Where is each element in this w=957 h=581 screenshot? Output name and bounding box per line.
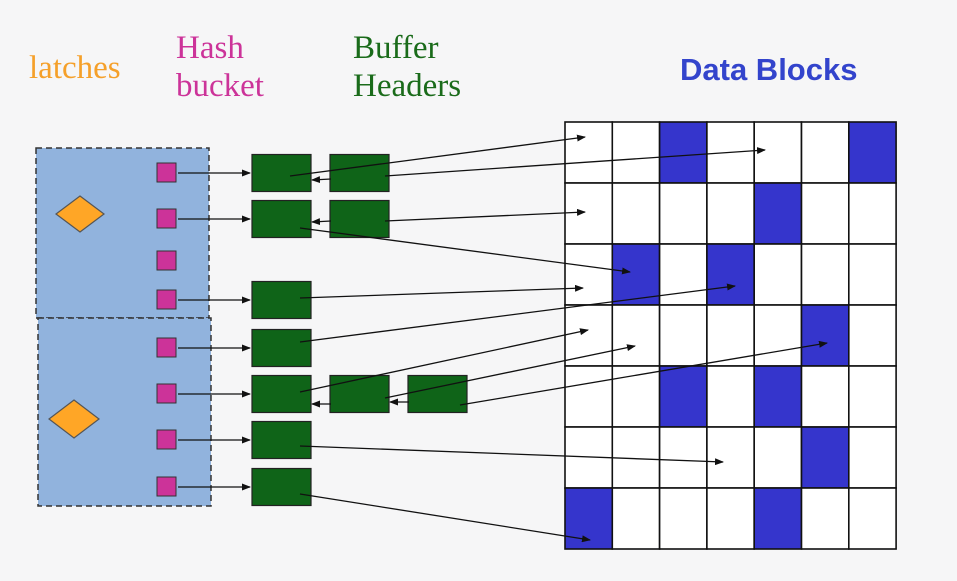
data-block-empty (800, 487, 850, 550)
data-block-empty (706, 182, 756, 245)
data-blocks-label: Data Blocks (680, 52, 858, 87)
buffer-header-box (251, 420, 312, 460)
data-block-filled (753, 487, 803, 550)
data-block-filled (847, 121, 897, 184)
chain-back-arrow (311, 176, 332, 184)
buffer-header-box (251, 199, 312, 239)
buffer-header-box (251, 467, 312, 507)
pointer-arrow (384, 208, 586, 222)
data-block-empty (800, 243, 850, 306)
data-block-empty (847, 487, 897, 550)
data-block-empty (706, 365, 756, 428)
data-block-empty (611, 121, 661, 184)
data-block-empty (847, 243, 897, 306)
pointer-arrow (289, 134, 586, 177)
data-block-filled (611, 243, 661, 306)
data-block-empty (847, 365, 897, 428)
hash-bucket-square (156, 250, 177, 271)
data-block-empty (564, 182, 614, 245)
buffer-headers-label-line1: Buffer (353, 30, 439, 66)
data-block-empty (611, 182, 661, 245)
buffer-header-box (251, 280, 312, 320)
data-block-filled (658, 121, 708, 184)
data-block-empty (706, 487, 756, 550)
data-block-empty (753, 426, 803, 489)
data-block-empty (564, 304, 614, 367)
data-block-empty (611, 365, 661, 428)
buffer-header-box (251, 374, 312, 414)
buffer-header-box (329, 374, 390, 414)
latch-diamond-icon (55, 195, 105, 233)
hash-bucket-label: Hash bucket (176, 30, 264, 106)
data-block-filled (753, 182, 803, 245)
data-block-empty (753, 304, 803, 367)
data-block-empty (611, 304, 661, 367)
data-block-empty (800, 121, 850, 184)
buffer-header-box (251, 328, 312, 368)
hash-bucket-square (156, 337, 177, 358)
data-block-filled (706, 243, 756, 306)
data-block-filled (658, 365, 708, 428)
data-block-empty (847, 426, 897, 489)
data-block-empty (753, 121, 803, 184)
pointer-arrow (384, 147, 766, 177)
pointer-arrow (299, 328, 589, 393)
pointer-arrow (299, 493, 591, 543)
data-block-empty (658, 426, 708, 489)
data-block-filled (800, 304, 850, 367)
data-block-empty (564, 121, 614, 184)
buffer-header-box (407, 374, 468, 414)
hash-bucket-square (156, 208, 177, 229)
data-block-empty (564, 365, 614, 428)
data-block-empty (658, 487, 708, 550)
data-block-empty (800, 365, 850, 428)
data-block-filled (753, 365, 803, 428)
pointer-arrow (299, 283, 736, 343)
pointer-arrow (384, 344, 636, 399)
hash-bucket-label-line1: Hash (176, 30, 244, 66)
hash-bucket-square (156, 476, 177, 497)
chain-back-arrow (311, 218, 332, 226)
data-block-empty (658, 182, 708, 245)
data-block-empty (658, 304, 708, 367)
hash-bucket-label-line2: bucket (176, 67, 264, 104)
buffer-headers-label: Buffer Headers (353, 30, 461, 106)
data-block-empty (847, 304, 897, 367)
pointer-arrow (299, 227, 631, 275)
buffer-header-box (251, 153, 312, 193)
pointer-arrow (459, 340, 828, 406)
data-block-empty (611, 487, 661, 550)
buffer-header-box (329, 199, 390, 239)
buffer-header-box (329, 153, 390, 193)
hash-bucket-square (156, 383, 177, 404)
hash-bucket-square (156, 429, 177, 450)
data-block-filled (800, 426, 850, 489)
data-block-empty (753, 243, 803, 306)
latch-panel-top (35, 147, 210, 319)
pointer-arrow (299, 284, 584, 299)
data-block-empty (847, 182, 897, 245)
data-block-empty (564, 243, 614, 306)
data-block-empty (706, 304, 756, 367)
data-block-empty (658, 243, 708, 306)
data-block-empty (706, 426, 756, 489)
latch-diamond-icon (48, 399, 100, 439)
buffer-headers-label-line2: Headers (353, 67, 462, 104)
hash-bucket-square (156, 289, 177, 310)
pointer-arrow (299, 445, 724, 466)
hash-bucket-square (156, 162, 177, 183)
data-block-empty (800, 182, 850, 245)
latches-label: latches (29, 50, 121, 86)
